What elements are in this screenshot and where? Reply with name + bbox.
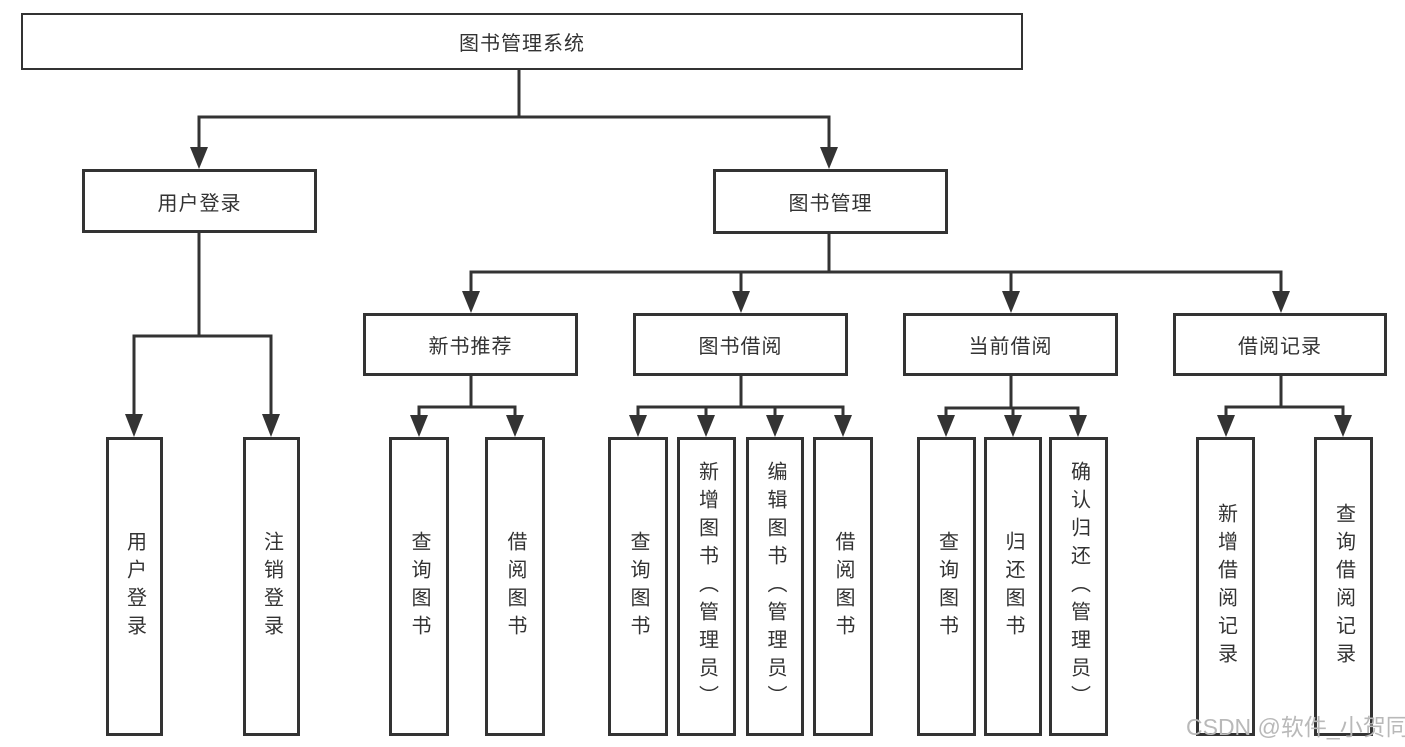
leaf-confirm-return-admin-label: 确认归还（管理员） bbox=[1067, 460, 1090, 713]
leaf-borrow-books-recommendation: 借阅图书 bbox=[485, 437, 545, 736]
leaf-borrow-books-borrowing: 借阅图书 bbox=[813, 437, 873, 736]
leaf-borrow-books-borrowing-label: 借阅图书 bbox=[832, 530, 854, 643]
node-borrowing-records: 借阅记录 bbox=[1173, 313, 1387, 376]
leaf-add-borrow-record-label: 新增借阅记录 bbox=[1214, 502, 1237, 671]
leaf-return-books: 归还图书 bbox=[984, 437, 1042, 736]
leaf-add-books-admin-label: 新增图书（管理员） bbox=[695, 460, 718, 713]
connector-book-management-to-level3 bbox=[462, 234, 1290, 313]
node-borrowing-records-label: 借阅记录 bbox=[1238, 336, 1322, 358]
node-root-label: 图书管理系统 bbox=[459, 33, 585, 55]
connector-current-borrowing-to-leaves bbox=[937, 376, 1087, 437]
leaf-query-books-borrowing-label: 查询图书 bbox=[627, 530, 649, 643]
connector-new-book-recommendation-to-leaves bbox=[410, 376, 524, 437]
leaf-query-books-recommendation: 查询图书 bbox=[389, 437, 449, 736]
node-root: 图书管理系统 bbox=[21, 13, 1023, 70]
leaf-query-books-current-label: 查询图书 bbox=[935, 530, 958, 643]
leaf-query-borrow-record: 查询借阅记录 bbox=[1314, 437, 1373, 736]
node-book-management-label: 图书管理 bbox=[788, 193, 873, 215]
leaf-logout: 注销登录 bbox=[243, 437, 300, 736]
leaf-edit-books-admin: 编辑图书（管理员） bbox=[746, 437, 804, 736]
connector-book-borrowing-to-leaves bbox=[629, 376, 852, 437]
connector-user-login-to-leaves bbox=[125, 232, 280, 437]
node-new-book-recommendation: 新书推荐 bbox=[363, 313, 578, 376]
leaf-return-books-label: 归还图书 bbox=[1002, 530, 1024, 643]
node-book-borrowing-label: 图书借阅 bbox=[698, 336, 783, 358]
leaf-user-login: 用户登录 bbox=[106, 437, 163, 736]
node-user-login: 用户登录 bbox=[82, 169, 317, 233]
node-current-borrowing-label: 当前借阅 bbox=[968, 336, 1053, 358]
connector-root-to-branches bbox=[190, 69, 838, 169]
leaf-query-books-recommendation-label: 查询图书 bbox=[408, 530, 430, 643]
leaf-query-borrow-record-label: 查询借阅记录 bbox=[1332, 502, 1355, 671]
connector-borrowing-records-to-leaves bbox=[1217, 376, 1352, 437]
leaf-add-books-admin: 新增图书（管理员） bbox=[677, 437, 736, 736]
leaf-confirm-return-admin: 确认归还（管理员） bbox=[1049, 437, 1108, 736]
leaf-query-books-borrowing: 查询图书 bbox=[608, 437, 668, 736]
watermark: CSDN @软件_小贺同学 bbox=[1186, 714, 1405, 740]
node-book-borrowing: 图书借阅 bbox=[633, 313, 848, 376]
node-current-borrowing: 当前借阅 bbox=[903, 313, 1118, 376]
leaf-user-login-label: 用户登录 bbox=[123, 530, 146, 643]
node-new-book-recommendation-label: 新书推荐 bbox=[428, 336, 513, 358]
node-book-management: 图书管理 bbox=[713, 169, 948, 234]
leaf-borrow-books-recommendation-label: 借阅图书 bbox=[504, 530, 526, 643]
leaf-edit-books-admin-label: 编辑图书（管理员） bbox=[764, 460, 786, 713]
leaf-query-books-current: 查询图书 bbox=[917, 437, 976, 736]
leaf-logout-label: 注销登录 bbox=[260, 530, 283, 643]
node-user-login-label: 用户登录 bbox=[157, 192, 242, 215]
leaf-add-borrow-record: 新增借阅记录 bbox=[1196, 437, 1255, 736]
